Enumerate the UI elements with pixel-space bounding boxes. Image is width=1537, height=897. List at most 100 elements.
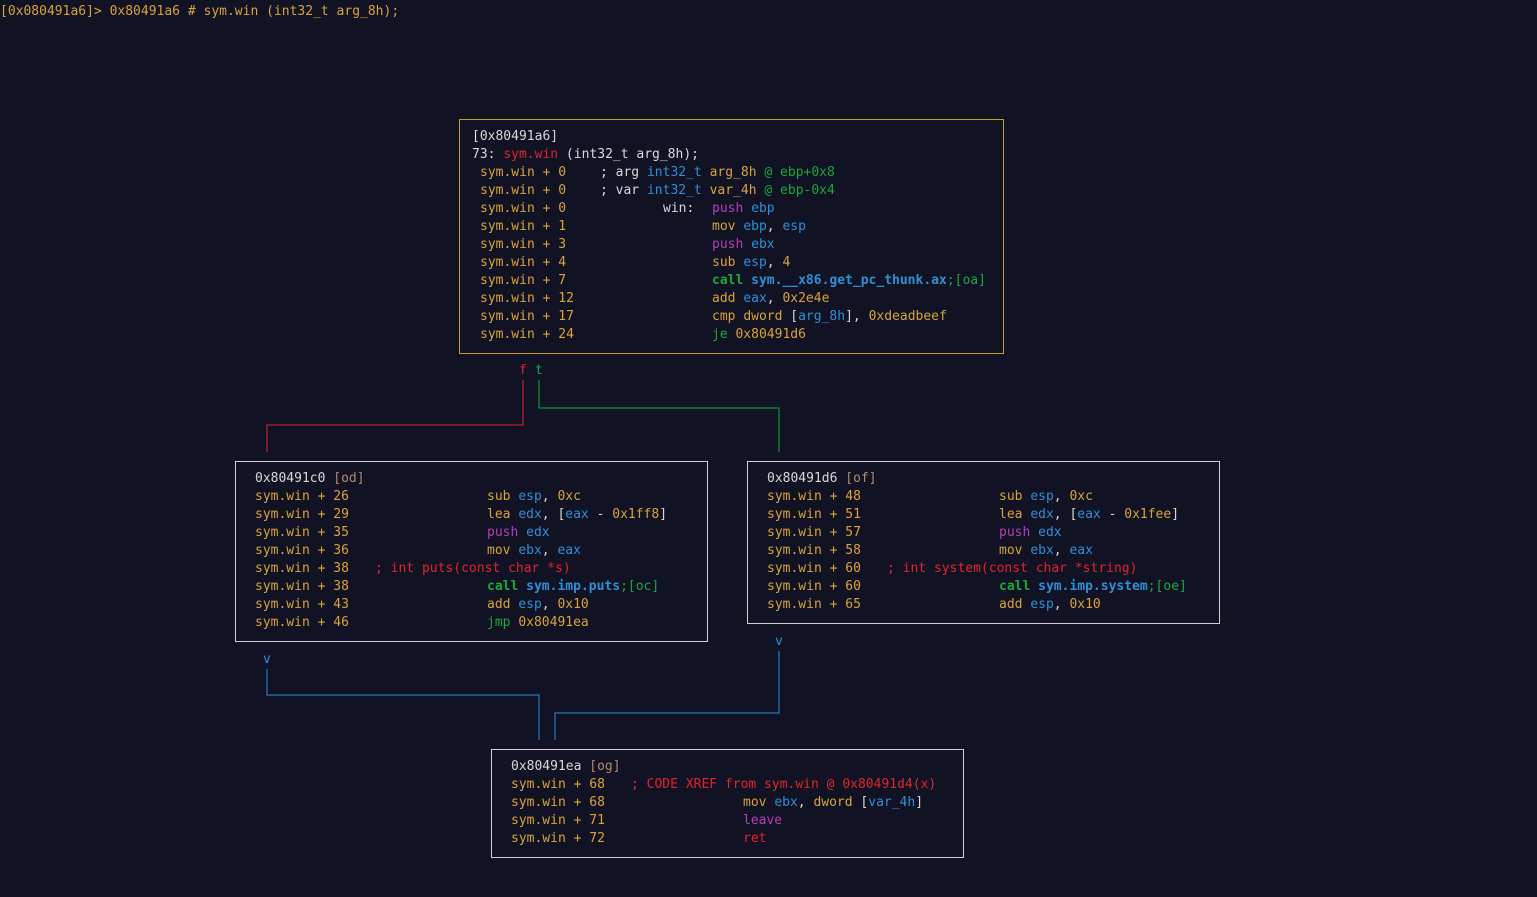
instruction[interactable]: push ebx [712,236,775,254]
mnemonic: jmp [487,615,511,630]
signature-name[interactable]: sym.win [503,147,559,162]
instruction[interactable]: lea edx, [eax - 0x1fee] [999,506,1179,524]
asm-line[interactable]: sym.win + 0 [480,164,566,182]
operand: eax [1077,507,1101,522]
instruction[interactable]: call sym.imp.puts;[oc] [487,578,659,596]
separator: ] [1171,507,1180,522]
line-address: sym.win + 38 [255,561,349,576]
line-address: sym.win + 1 [480,219,567,234]
basic-block-exit[interactable]: 0x80491ea [og] sym.win + 68 ; CODE XREF … [491,749,964,858]
left-down-label: v [263,652,271,667]
separator: , [1053,543,1070,558]
call-target[interactable]: sym.imp.system [1038,579,1148,594]
decl-kind: ; var [600,183,640,198]
instruction[interactable]: jmp 0x80491ea [487,614,589,632]
true-edge-line [538,380,780,452]
asm-line[interactable]: sym.win + 1 [480,218,566,236]
instruction[interactable]: add esp, 0x10 [999,596,1101,614]
instruction[interactable]: sub esp, 0xc [487,488,581,506]
instruction[interactable]: leave [743,813,783,828]
immediate: 0x10 [557,597,589,612]
signature-args: (int32_t arg_8h); [558,147,699,162]
comment: ; int system(const char *string) [887,561,1138,576]
block-address: 0x80491d6 [767,471,838,486]
jump-ref[interactable]: ;[oa] [946,273,986,288]
line-address: sym.win + 60 [767,561,861,576]
instruction[interactable]: mov ebp, esp [712,218,806,236]
right-merge-edge-line [554,651,780,740]
true-branch-label: t [535,363,543,378]
asm-line[interactable]: sym.win + 24 [480,326,574,344]
instruction[interactable]: push ebp [712,200,775,218]
var-decl: ; var int32_t var_4h @ ebp-0x4 [600,182,835,200]
instruction[interactable]: mov ebx, eax [487,542,581,560]
asm-line[interactable]: sym.win + 3 [480,236,566,254]
mnemonic: push [999,525,1031,540]
xref-comment[interactable]: ; CODE XREF from sym.win @ 0x80491d4(x) [631,777,937,792]
mnemonic: call [712,273,744,288]
instruction[interactable]: mov ebx, dword [var_4h] [743,794,923,812]
instruction[interactable]: call sym.__x86.get_pc_thunk.ax;[oa] [712,272,986,290]
instruction[interactable]: push edx [999,524,1062,542]
asm-line[interactable]: sym.win + 0 [480,200,566,218]
separator: , [766,291,783,306]
block-ref[interactable]: [of] [845,471,877,486]
call-target[interactable]: sym.imp.puts [526,579,621,594]
jump-target[interactable]: 0x80491d6 [735,327,806,342]
line-address: sym.win + 0 [480,201,567,216]
jump-ref[interactable]: ;[oe] [1147,579,1187,594]
asm-line[interactable]: sym.win + 12 [480,290,574,308]
mnemonic: lea [999,507,1023,522]
instruction[interactable]: push edx [487,524,550,542]
instruction[interactable]: lea edx, [eax - 0x1ff8] [487,506,667,524]
asm-line[interactable]: sym.win + 17 [480,308,574,326]
asm-line[interactable]: sym.win + 0 [480,182,566,200]
instruction[interactable]: je 0x80491d6 [712,326,806,344]
operand: ebx [774,795,798,810]
separator: , [1053,597,1070,612]
instruction[interactable]: mov ebx, eax [999,542,1093,560]
line-address: sym.win + 58 [767,543,861,558]
basic-block-false[interactable]: 0x80491c0 [od] sym.win + 26 sub esp, 0xc… [235,461,708,642]
asm-line[interactable]: sym.win + 4 [480,254,566,272]
line-address: sym.win + 43 [255,597,349,612]
basic-block-true[interactable]: 0x80491d6 [of] sym.win + 48 sub esp, 0xc… [747,461,1220,624]
line-address: sym.win + 68 [511,777,605,792]
line-address: sym.win + 46 [255,615,349,630]
block-ref[interactable]: [og] [589,759,621,774]
instruction[interactable]: add eax, 0x2e4e [712,290,829,308]
variable-ref[interactable]: var_4h [868,795,916,810]
variable-ref[interactable]: arg_8h [798,309,846,324]
instruction[interactable]: call sym.imp.system;[oe] [999,578,1187,596]
line-address: sym.win + 65 [767,597,861,612]
instruction[interactable]: add esp, 0x10 [487,596,589,614]
operand: eax [1069,543,1093,558]
right-down-label: v [775,634,783,649]
operand: esp [518,489,542,504]
basic-block-entry[interactable]: [0x80491a6] 73: sym.win (int32_t arg_8h)… [459,119,1004,354]
operand: ebp [751,201,775,216]
block-ref[interactable]: [od] [333,471,365,486]
decl-name: var_4h [709,183,757,198]
block-header: 0x80491c0 [od] [255,470,365,488]
operand: ebx [1030,543,1054,558]
immediate: 0xdeadbeef [868,309,947,324]
call-target[interactable]: sym.__x86.get_pc_thunk.ax [751,273,947,288]
mnemonic: mov [487,543,511,558]
false-edge-line [266,380,524,452]
operand: eax [743,291,767,306]
block-header: 0x80491ea [og] [511,758,621,776]
instruction[interactable]: sub esp, 0xc [999,488,1093,506]
instruction[interactable]: sub esp, 4 [712,254,790,272]
line-address: sym.win + 51 [767,507,861,522]
decl-type: int32_t [646,183,702,198]
operand: edx [1038,525,1062,540]
line-address: sym.win + 4 [480,255,567,270]
jump-ref[interactable]: ;[oc] [620,579,660,594]
jump-target[interactable]: 0x80491ea [518,615,589,630]
mnemonic: push [712,237,744,252]
asm-line[interactable]: sym.win + 7 [480,272,566,290]
operand: ebx [518,543,542,558]
instruction[interactable]: cmp dword [arg_8h], 0xdeadbeef [712,308,947,326]
instruction[interactable]: ret [743,831,767,846]
